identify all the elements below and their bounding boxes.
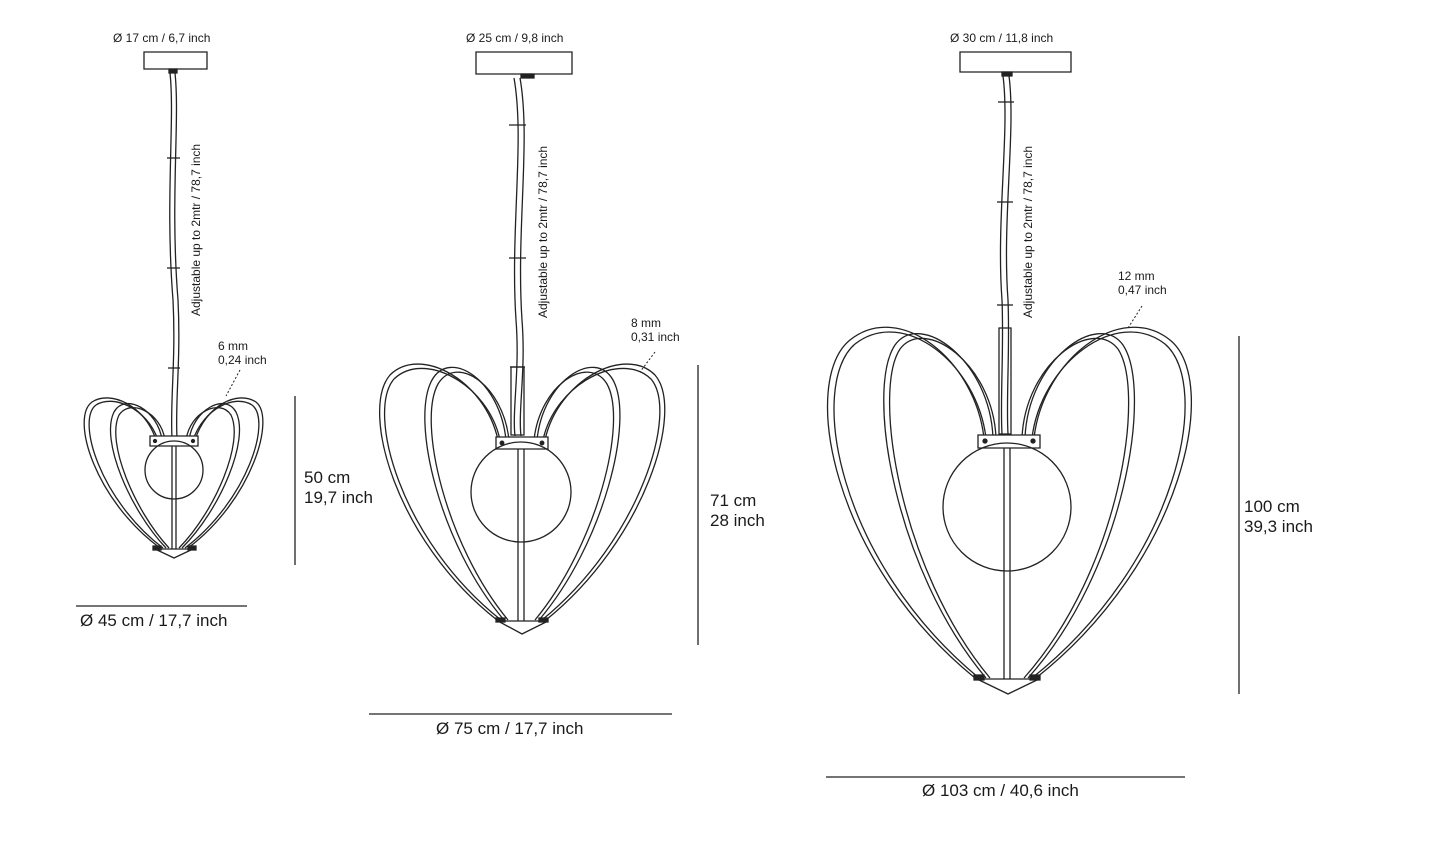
globe-small xyxy=(145,441,203,499)
canopy-diameter-label-medium: Ø 25 cm / 9,8 inch xyxy=(466,31,564,45)
width-diameter-label-small: Ø 45 cm / 17,7 inch xyxy=(80,611,228,630)
cable-small xyxy=(167,73,180,438)
tube-diameter-label-large: 12 mm 0,47 inch xyxy=(1118,269,1167,298)
cable-large xyxy=(997,76,1014,434)
tube-mm-small: 6 mm xyxy=(218,339,248,353)
tube-inch-medium: 0,31 inch xyxy=(631,329,680,344)
height-label-small: 50 cm 19,7 inch xyxy=(304,468,373,507)
cable-length-label-small: Adjustable up to 2mtr / 78,7 inch xyxy=(189,143,203,316)
frame-large xyxy=(828,327,1192,694)
width-diameter-label-large: Ø 103 cm / 40,6 inch xyxy=(922,781,1079,800)
frame-medium xyxy=(380,364,665,634)
lamp-small xyxy=(76,52,295,606)
cable-length-label-large: Adjustable up to 2mtr / 78,7 inch xyxy=(1021,145,1035,318)
canopy-diameter-label-small: Ø 17 cm / 6,7 inch xyxy=(113,31,211,45)
tube-diameter-label-medium: 8 mm 0,31 inch xyxy=(631,316,680,345)
canopy-clamp-medium xyxy=(521,74,534,78)
tube-diameter-label-small: 6 mm 0,24 inch xyxy=(218,339,267,368)
height-inch-medium: 28 inch xyxy=(710,510,765,530)
canopy-diameter-label-large: Ø 30 cm / 11,8 inch xyxy=(950,31,1054,45)
frame-small xyxy=(84,398,263,558)
tube-leader-medium xyxy=(640,352,655,372)
height-inch-large: 39,3 inch xyxy=(1244,516,1313,536)
lamp-large xyxy=(826,52,1239,777)
height-label-large: 100 cm 39,3 inch xyxy=(1244,497,1313,536)
height-inch-small: 19,7 inch xyxy=(304,487,373,507)
height-label-medium: 71 cm 28 inch xyxy=(710,491,765,530)
globe-large xyxy=(943,443,1071,571)
canopy-clamp-large xyxy=(1002,72,1012,76)
tube-mm-large: 12 mm xyxy=(1118,269,1155,283)
height-cm-medium: 71 cm xyxy=(710,491,757,510)
canopy-large xyxy=(960,52,1071,72)
cable-length-label-medium: Adjustable up to 2mtr / 78,7 inch xyxy=(536,145,550,318)
tube-mm-medium: 8 mm xyxy=(631,316,661,330)
tube-leader-large xyxy=(1128,306,1142,328)
height-cm-large: 100 cm xyxy=(1244,497,1300,516)
canopy-medium xyxy=(476,52,572,74)
globe-medium xyxy=(471,442,571,542)
cable-medium xyxy=(509,78,526,436)
width-diameter-label-medium: Ø 75 cm / 17,7 inch xyxy=(436,719,584,738)
lamp-medium xyxy=(369,52,698,714)
tube-leader-small xyxy=(226,370,240,396)
canopy-small xyxy=(144,52,207,69)
height-cm-small: 50 cm xyxy=(304,468,351,487)
tube-inch-large: 0,47 inch xyxy=(1118,282,1167,297)
tube-inch-small: 0,24 inch xyxy=(218,352,267,367)
canopy-clamp-small xyxy=(169,69,177,73)
